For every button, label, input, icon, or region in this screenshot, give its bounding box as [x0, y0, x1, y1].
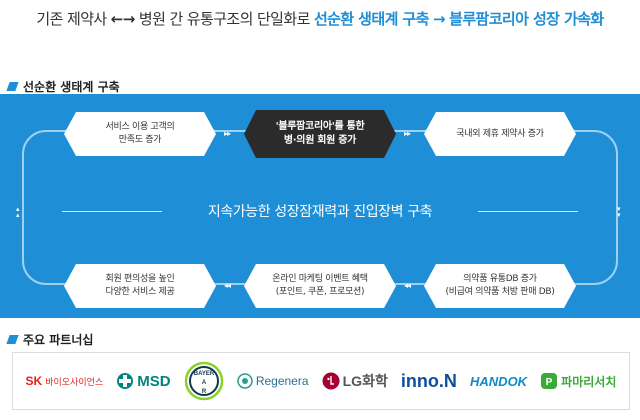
node-line: (비급여 의약품 처방 판매 DB) — [445, 287, 555, 297]
bayer-cross-icon: BAYER A R — [184, 361, 223, 401]
headline-accent2: 블루팜코리아 성장 가속화 — [449, 10, 604, 28]
partner-logo-msd: MSD — [116, 372, 171, 390]
pharmaresearch-label: 파마리서치 — [561, 374, 617, 389]
chevron-right-icon: ▸▸ — [224, 129, 231, 138]
partner-logo-lg: LG화학 — [322, 371, 388, 391]
section-marker-icon — [6, 335, 19, 344]
section-title: 선순환 생태계 구축 — [23, 80, 120, 94]
node-line: 병·의원 회원 증가 — [283, 135, 357, 146]
svg-text:A: A — [202, 380, 207, 386]
node-line: 다양한 서비스 제공 — [105, 287, 175, 297]
regenera-label: Regenera — [255, 374, 309, 388]
node-line: 서비스 이용 고객의 — [105, 122, 175, 132]
bidirectional-arrow: ←→ — [110, 10, 136, 28]
node-line: 회원 편의성을 높인 — [105, 274, 175, 284]
center-line-left — [62, 211, 162, 212]
partner-logo-regenera: Regenera — [237, 373, 309, 389]
lg-label: LG화학 — [342, 373, 388, 389]
chevron-down-icon: ▾▾ — [617, 205, 620, 219]
node-line: 의약품 유통DB 증가 — [463, 274, 537, 284]
band-top-line — [0, 94, 640, 96]
section-label-ecosystem: 선순환 생태계 구축 — [6, 78, 120, 95]
handok-label: HANDOK — [470, 373, 528, 389]
sk-mark: SK — [25, 374, 43, 388]
pharmaresearch-icon: P — [541, 373, 558, 389]
node-distribution-db: 의약품 유통DB 증가 (비급여 의약품 처방 판매 DB) — [424, 264, 576, 308]
section-title: 주요 파트너십 — [23, 333, 94, 347]
headline-accent1: 선순환 생태계 구축 — [313, 10, 429, 28]
center-line-right — [478, 211, 578, 212]
headline-part1: 기존 제약사 — [36, 10, 107, 28]
partner-logo-sk: SK 바이오사이언스 — [26, 374, 104, 388]
right-arrow: → — [432, 10, 446, 28]
node-pharma-partners: 국내외 제휴 제약사 증가 — [424, 112, 576, 156]
node-line: 만족도 증가 — [118, 135, 162, 145]
chevron-left-icon: ◂◂ — [224, 281, 231, 290]
chevron-left-icon: ◂◂ — [404, 281, 411, 290]
sk-label: 바이오사이언스 — [45, 376, 104, 387]
section-label-partners: 주요 파트너십 — [6, 331, 94, 348]
section-marker-icon — [6, 82, 19, 91]
page-headline: 기존 제약사 ←→ 병원 간 유통구조의 단일화로 선순환 생태계 구축 → 블… — [0, 8, 640, 29]
msd-label: MSD — [137, 372, 171, 390]
partner-logo-pharmaresearch: P 파마리서치 — [540, 372, 616, 390]
partner-logos: SK 바이오사이언스 MSD BAYER A R Regenera — [12, 352, 630, 410]
node-line: 국내외 제휴 제약사 증가 — [456, 128, 544, 139]
chevron-right-icon: ▸▸ — [404, 129, 411, 138]
partner-logo-innon: inno.N — [401, 371, 457, 392]
center-statement: 지속가능한 성장잠재력과 진입장벽 구축 — [207, 204, 433, 220]
regenera-icon — [237, 373, 253, 389]
msd-icon — [117, 373, 134, 389]
svg-text:BAYER: BAYER — [193, 371, 214, 377]
node-online-marketing: 온라인 마케팅 이벤트 혜택 (포인트, 쿠폰, 프로모션) — [244, 264, 396, 308]
headline-part2: 병원 간 유통구조의 단일화로 — [138, 10, 311, 28]
partner-logo-bayer: BAYER A R — [184, 361, 224, 401]
node-line: 온라인 마케팅 이벤트 혜택 — [272, 274, 368, 284]
node-line: '블루팜코리아'를 통한 — [275, 121, 365, 132]
innon-label: inno.N — [400, 370, 457, 391]
chevron-up-icon: ▴▴ — [16, 205, 19, 219]
svg-text:P: P — [546, 377, 553, 388]
node-line: (포인트, 쿠폰, 프로모션) — [275, 287, 365, 297]
svg-text:R: R — [202, 389, 207, 395]
partner-logo-handok: HANDOK — [470, 374, 527, 389]
lg-face-icon — [322, 372, 340, 390]
